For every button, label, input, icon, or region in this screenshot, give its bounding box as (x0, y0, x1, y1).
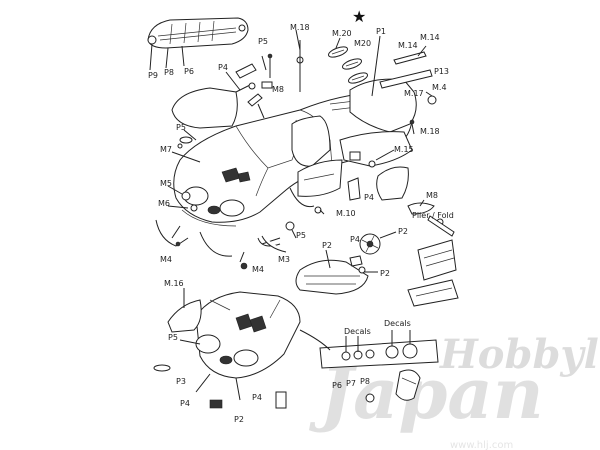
label-m20-b: M20 (354, 39, 371, 48)
vent-plates (328, 46, 368, 84)
plate-part (209, 399, 223, 409)
label-p4-b: P4 (364, 193, 374, 202)
label-p7: P7 (346, 379, 356, 388)
dashboard-part (299, 329, 439, 401)
label-m16: M.16 (164, 279, 184, 288)
door-panel (297, 159, 343, 197)
label-m4-b: M4 (160, 255, 172, 264)
label-decals-2: Decals (384, 319, 411, 328)
label-p5-d: P5 (168, 333, 178, 342)
peg-part (275, 391, 287, 409)
headlight-cover (167, 299, 202, 333)
label-fold: Plier / Fold (412, 211, 454, 220)
label-m20-a: M.20 (332, 29, 352, 38)
label-p6: P6 (184, 67, 194, 76)
watermark-brand: Hobbylink (439, 331, 600, 378)
leader-lines (167, 29, 425, 345)
mirror-part (349, 255, 378, 274)
label-m15: M.15 (394, 145, 414, 154)
label-m8-b: M8 (426, 191, 438, 200)
label-p4-a: P4 (218, 63, 228, 72)
engine-rail-part (407, 215, 459, 307)
label-p9: P9 (148, 71, 158, 80)
label-p8-b: P8 (360, 377, 370, 386)
label-m6: M6 (158, 199, 170, 208)
part-labels: P9 P8 P6 P5 M.18 M.20 M20 P1 M.14 M.14 P… (148, 23, 454, 424)
label-p2-c: P2 (380, 269, 390, 278)
label-p2-b: P2 (398, 227, 408, 236)
label-p5-a: P5 (258, 37, 268, 46)
label-p1: P1 (376, 27, 386, 36)
label-p2-d: P2 (234, 415, 244, 424)
label-m4-c: M4 (252, 265, 264, 274)
label-decals-1: Decals (344, 327, 371, 336)
label-p8: P8 (164, 68, 174, 77)
small-disc (365, 393, 375, 403)
label-m10: M.10 (336, 209, 356, 218)
label-m14-b: M.14 (420, 33, 440, 42)
exhaust-pipes (379, 45, 437, 105)
front-nose-detail (195, 291, 301, 401)
label-p13: P13 (434, 67, 449, 76)
label-m17: M.17 (404, 89, 424, 98)
watermark-url: www.hlj.com (450, 440, 513, 450)
label-m18-top: M.18 (290, 23, 310, 32)
small-lens (153, 364, 171, 372)
steering-wheel (359, 231, 397, 255)
small-parts (171, 40, 435, 270)
undertray-part (295, 259, 369, 295)
car-body (155, 91, 413, 257)
star-mark: ★ (352, 7, 366, 26)
label-m8-a: M8 (272, 85, 284, 94)
rear-grille-part (147, 17, 249, 71)
label-m5: M5 (160, 179, 172, 188)
label-p2-a: P2 (322, 241, 332, 250)
label-p4-e: P4 (252, 393, 262, 402)
label-p4-c: P4 (350, 235, 360, 244)
label-p5-b: P5 (176, 123, 186, 132)
label-m4-a: M.4 (432, 83, 447, 92)
label-m3: M3 (278, 255, 290, 264)
rear-wheel-cover (376, 166, 409, 201)
label-m18-r: M.18 (420, 127, 440, 136)
label-p4-d: P4 (180, 399, 190, 408)
windshield-part (171, 87, 238, 129)
label-p3: P3 (176, 377, 186, 386)
label-m7: M7 (160, 145, 172, 154)
label-p6-b: P6 (332, 381, 342, 390)
label-p5-c: P5 (296, 231, 306, 240)
label-m14-a: M.14 (398, 41, 418, 50)
